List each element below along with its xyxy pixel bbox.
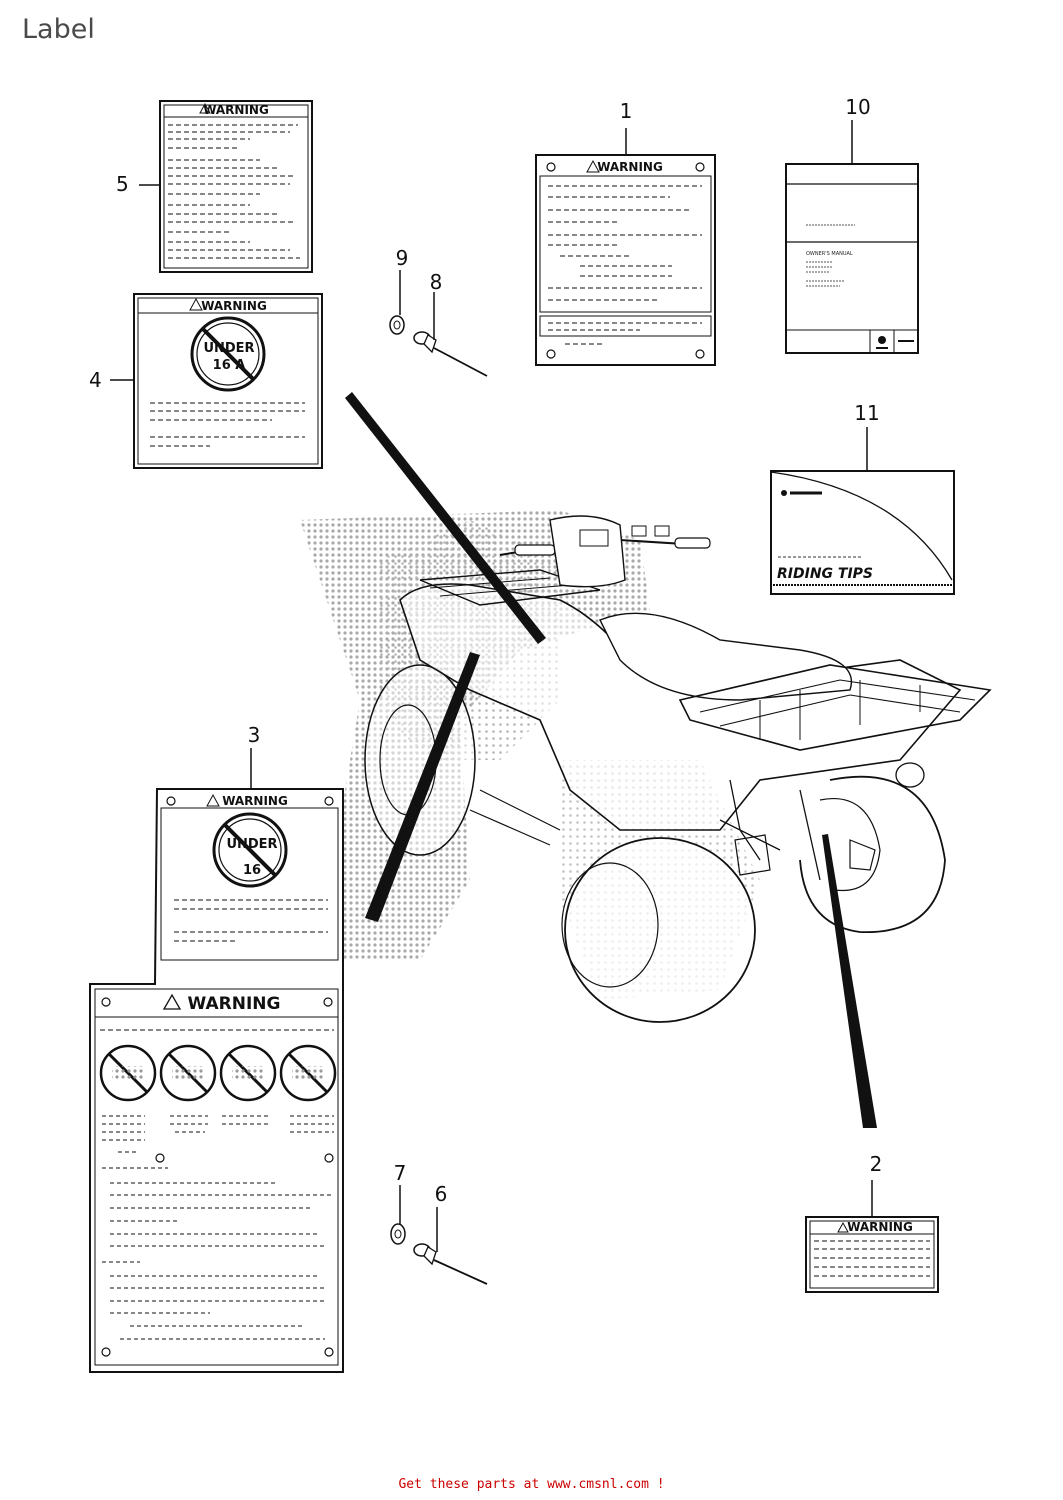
part-4-warning-text: WARNING bbox=[201, 299, 267, 313]
atv-illustration bbox=[290, 510, 992, 1023]
callout-9: 9 bbox=[396, 246, 409, 270]
leader-line-middle bbox=[365, 652, 480, 922]
part-10-manual-title: OWNER'S MANUAL bbox=[806, 251, 853, 257]
part-9-washer bbox=[389, 315, 405, 335]
part-3-upper-warning-text: WARNING bbox=[222, 794, 288, 808]
part-1-warning-label: WARNING bbox=[535, 154, 716, 366]
part-5-warning-text: WARNING bbox=[203, 103, 269, 117]
callout-8: 8 bbox=[430, 270, 443, 294]
part-8-rivet bbox=[413, 331, 488, 377]
callout-3: 3 bbox=[248, 723, 261, 747]
callout-11: 11 bbox=[854, 401, 879, 425]
part-2-warning-label: WARNING bbox=[805, 1216, 939, 1293]
part-7-washer bbox=[390, 1223, 406, 1245]
footer-link[interactable]: Get these parts at www.cmsnl.com ! bbox=[398, 1477, 665, 1492]
leader-line-upper bbox=[345, 392, 546, 644]
callout-7: 7 bbox=[394, 1161, 407, 1185]
callout-1: 1 bbox=[620, 99, 633, 123]
part-3-age-text: 16 bbox=[243, 863, 261, 878]
leader-line-lower bbox=[822, 834, 877, 1128]
part-1-warning-text: WARNING bbox=[597, 160, 663, 174]
part-3-lower-warning-text: WARNING bbox=[188, 994, 281, 1014]
page-title: Label bbox=[22, 14, 95, 45]
part-2-warning-text: WARNING bbox=[847, 1220, 913, 1234]
part-6-rivet bbox=[413, 1243, 488, 1285]
callout-10: 10 bbox=[845, 95, 870, 119]
part-11-riding-tips-text: RIDING TIPS bbox=[777, 566, 873, 582]
part-4-warning-label: WARNING UNDER 16 A bbox=[133, 293, 323, 469]
callout-2: 2 bbox=[870, 1152, 883, 1176]
callout-4: 4 bbox=[89, 368, 102, 392]
part-5-warning-label: WARNING bbox=[159, 100, 313, 273]
callout-6: 6 bbox=[435, 1182, 448, 1206]
part-11-riding-tips-booklet: RIDING TIPS bbox=[770, 470, 955, 595]
part-10-owners-manual: OWNER'S MANUAL bbox=[785, 163, 919, 354]
part-3-warning-label: WARNING UNDER 16 WARNING bbox=[89, 788, 344, 1373]
callout-5: 5 bbox=[116, 172, 129, 196]
